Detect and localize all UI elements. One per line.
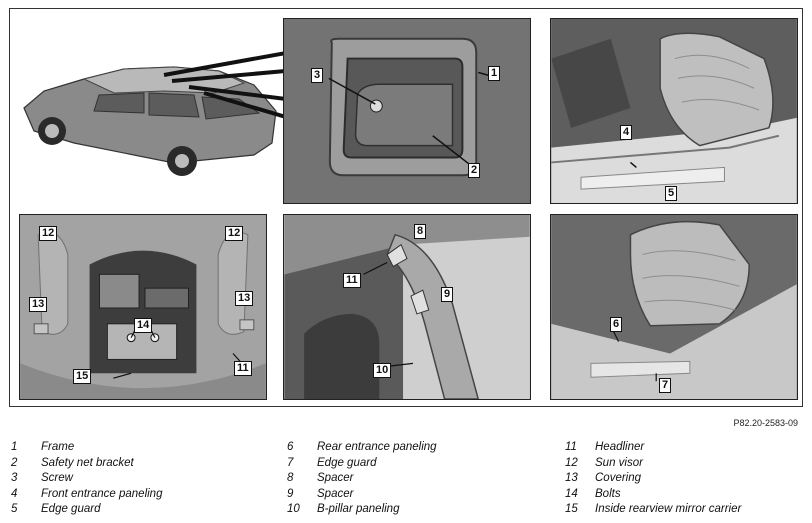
callout-7: 7 [659,378,672,393]
panel-safety-net-bracket [283,18,531,204]
callout-12-left: 12 [39,226,58,241]
callout-13-right: 13 [235,291,254,306]
panel-rear-entrance-paneling [550,214,798,400]
callout-8: 8 [414,224,427,239]
callout-2: 2 [468,163,481,178]
car-overview-illustration [14,13,287,193]
callout-9: 9 [441,287,454,302]
callout-15: 15 [73,369,92,384]
callout-12-right: 12 [225,226,244,241]
callout-5: 5 [665,186,678,201]
figure-reference-number: P82.20-2583-09 [733,418,798,428]
callout-11-panel5: 11 [343,273,361,288]
callout-13-left: 13 [29,297,48,312]
callout-14: 14 [134,318,153,333]
panel-headliner-sun-visors [19,214,267,400]
callout-6: 6 [610,317,623,332]
callout-4: 4 [620,125,633,140]
callout-11-panel4: 11 [234,361,252,376]
callout-10: 10 [373,363,392,378]
panel-front-entrance-paneling [550,18,798,204]
figure-frame: 3 1 2 4 5 [9,8,803,407]
callout-1: 1 [488,66,501,81]
callout-3: 3 [311,68,324,83]
panel-b-pillar-spacers [283,214,531,400]
